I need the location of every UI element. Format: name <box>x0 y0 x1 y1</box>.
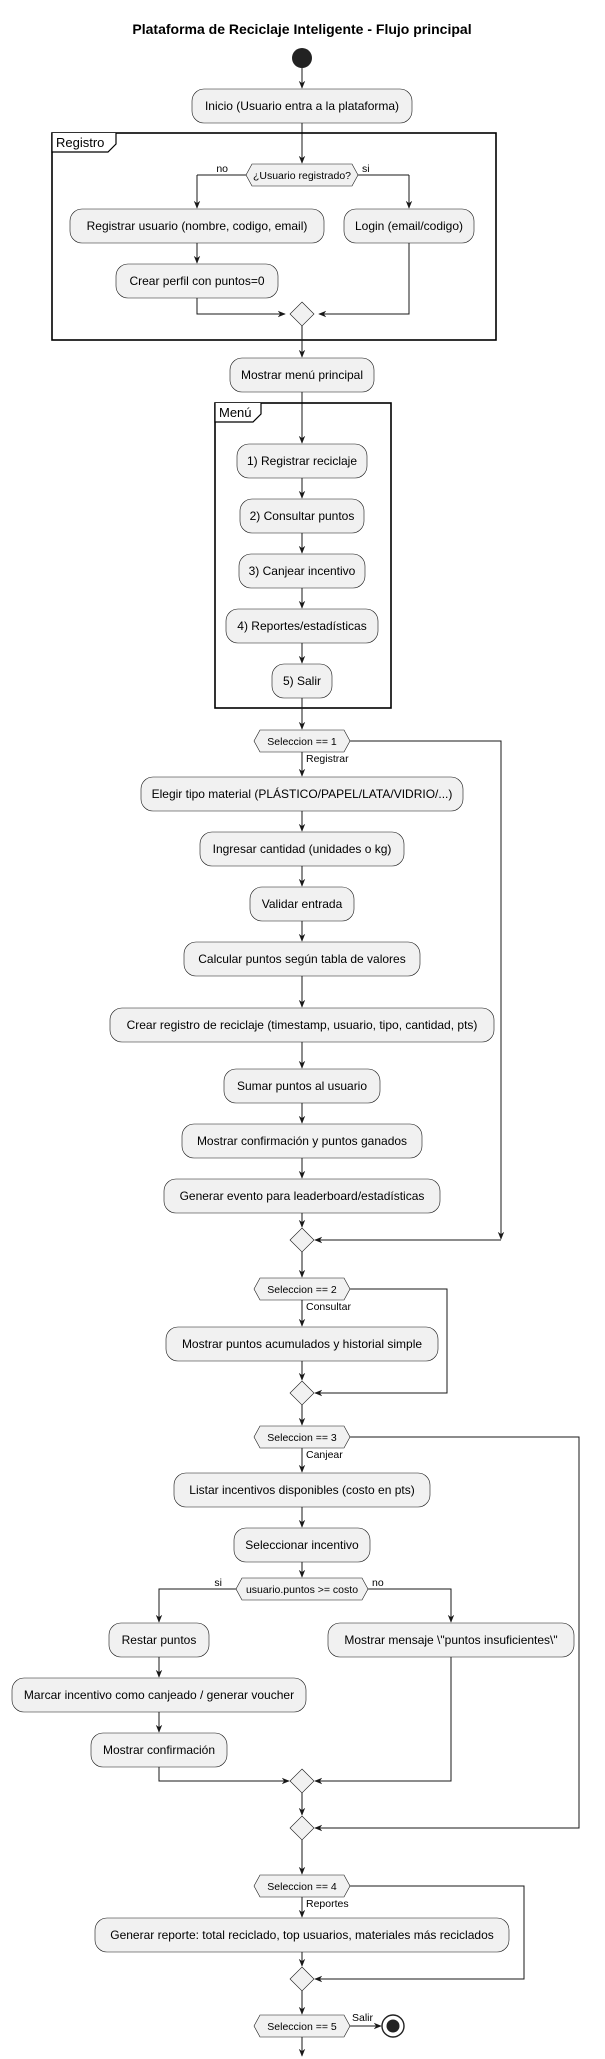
merge-sel3 <box>289 1815 315 1841</box>
merge-sel1 <box>289 1227 315 1253</box>
generar-reporte-label: Generar reporte: total reciclado, top us… <box>110 1928 494 1942</box>
decision-usuario-registrado-label: ¿Usuario registrado? <box>253 170 351 182</box>
registro-frame <box>51 132 497 341</box>
crear-registro-label: Crear registro de reciclaje (timestamp, … <box>127 1018 478 1032</box>
seleccionar-incentivo-label: Seleccionar incentivo <box>245 1538 359 1552</box>
inicio-label: Inicio (Usuario entra a la plataforma) <box>205 99 399 113</box>
sumar-label: Sumar puntos al usuario <box>237 1079 367 1093</box>
restar-label: Restar puntos <box>122 1633 197 1647</box>
registro-frame-title: Registro <box>56 135 104 150</box>
menu-item-2-label: 2) Consultar puntos <box>250 509 355 523</box>
menu-item-3-label: 3) Canjear incentivo <box>249 564 356 578</box>
mostrar-conf-pts-label: Mostrar confirmación y puntos ganados <box>197 1134 407 1148</box>
registrar-usuario-label: Registrar usuario (nombre, codigo, email… <box>87 219 308 233</box>
edge-no-label-2: no <box>372 1577 384 1589</box>
mostrar-puntos-label: Mostrar puntos acumulados y historial si… <box>182 1337 422 1351</box>
edge-si-label: si <box>362 163 370 175</box>
decision-sel2-label: Seleccion == 2 <box>267 1284 337 1296</box>
merge-puntos-costo <box>289 1768 315 1794</box>
mostrar-menu-label: Mostrar menú principal <box>241 368 363 382</box>
edge-salir-label: Salir <box>352 2012 374 2024</box>
menu-frame <box>214 402 392 709</box>
edge-si-label-2: si <box>214 1577 222 1589</box>
merge-sel4 <box>289 1966 315 1992</box>
marcar-label: Marcar incentivo como canjeado / generar… <box>24 1688 294 1702</box>
mostrar-insuf-label: Mostrar mensaje \"puntos insuficientes\" <box>344 1633 557 1647</box>
calcular-label: Calcular puntos según tabla de valores <box>198 952 405 966</box>
decision-puntos-costo-label: usuario.puntos >= costo <box>246 1584 358 1596</box>
edge-reportes-label: Reportes <box>306 1898 349 1910</box>
decision-sel1-label: Seleccion == 1 <box>267 736 337 748</box>
decision-sel5-label: Seleccion == 5 <box>267 2021 337 2033</box>
diagram-title: Plataforma de Reciclaje Inteligente - Fl… <box>132 21 471 37</box>
edge-canjear-label: Canjear <box>306 1449 343 1461</box>
mostrar-conf-label: Mostrar confirmación <box>103 1743 215 1757</box>
decision-sel4-label: Seleccion == 4 <box>267 1881 337 1893</box>
start-node <box>292 48 312 68</box>
crear-perfil-label: Crear perfil con puntos=0 <box>129 274 264 288</box>
menu-item-5-label: 5) Salir <box>283 674 321 688</box>
edge-consultar-label: Consultar <box>306 1301 351 1313</box>
merge-sel2 <box>289 1380 315 1406</box>
menu-frame-title: Menú <box>219 405 252 420</box>
validar-label: Validar entrada <box>262 897 343 911</box>
generar-evento-label: Generar evento para leaderboard/estadíst… <box>180 1189 425 1203</box>
elegir-tipo-label: Elegir tipo material (PLÁSTICO/PAPEL/LAT… <box>152 786 453 801</box>
ingresar-cantidad-label: Ingresar cantidad (unidades o kg) <box>213 842 392 856</box>
menu-item-1-label: 1) Registrar reciclaje <box>247 454 357 468</box>
menu-item-4-label: 4) Reportes/estadísticas <box>237 619 366 633</box>
edge-no-label: no <box>216 163 228 175</box>
decision-sel3-label: Seleccion == 3 <box>267 1432 337 1444</box>
listar-incentivos-label: Listar incentivos disponibles (costo en … <box>189 1483 414 1497</box>
edge-registrar-label: Registrar <box>306 753 349 765</box>
merge-registro <box>289 301 315 327</box>
login-label: Login (email/codigo) <box>355 219 463 233</box>
